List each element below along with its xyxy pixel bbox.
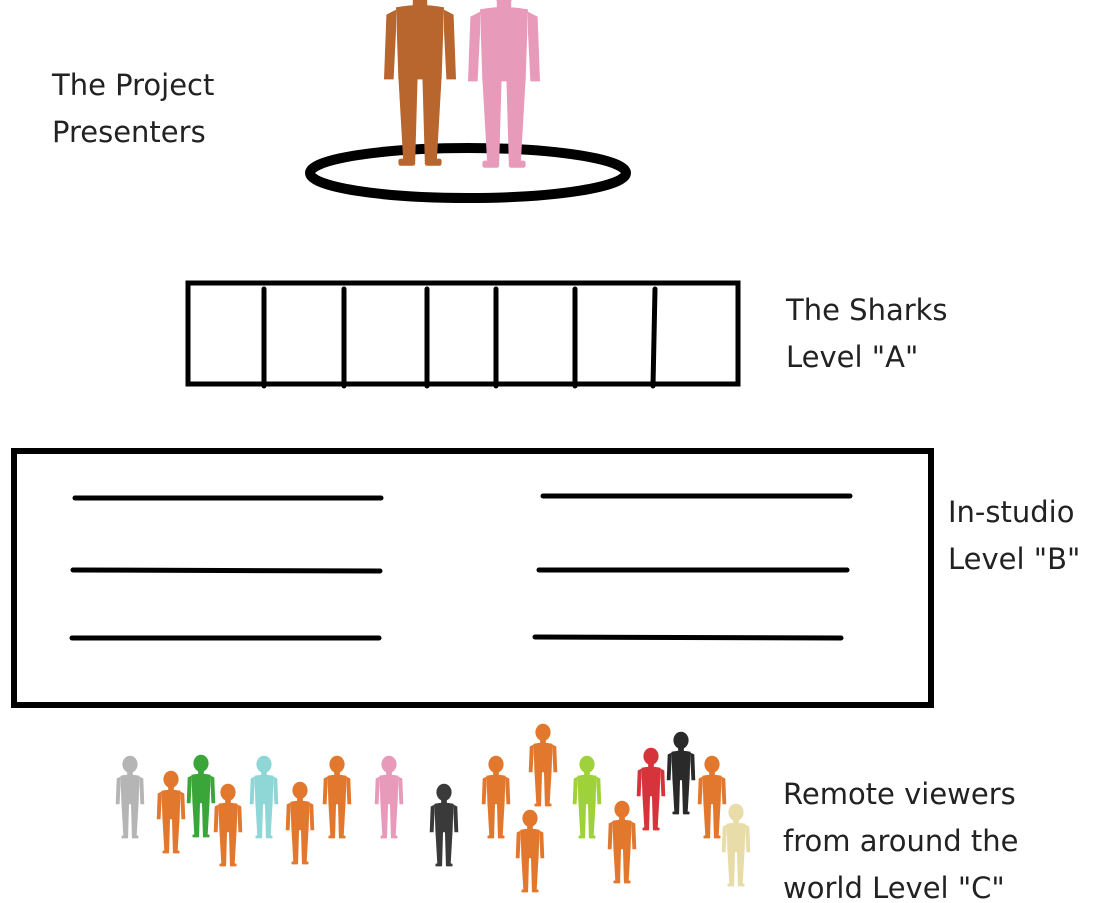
remote-viewer-figure — [528, 723, 558, 807]
sharks-table — [185, 280, 741, 389]
remote-viewer-figure — [285, 781, 315, 865]
remote-label-line1: Remote viewers — [783, 777, 1016, 811]
shark-seat-divider — [650, 286, 658, 389]
remote-viewer-figure — [697, 755, 727, 839]
remote-viewer-figure — [156, 770, 186, 854]
sharks-label: The Sharks Level "A" — [786, 287, 948, 381]
sharks-label-line1: The Sharks — [786, 293, 948, 327]
presenters-label-line1: The Project — [52, 68, 215, 102]
remote-label: Remote viewers from around the world Lev… — [783, 771, 1018, 903]
presenter-stage-ring — [305, 143, 631, 203]
studio-label-line2: Level "B" — [948, 542, 1081, 576]
remote-viewer-figure — [572, 755, 602, 839]
female-presenter-figure — [468, 0, 540, 168]
presenters-label: The Project Presenters — [52, 62, 214, 156]
remote-viewer-figure — [186, 754, 216, 838]
sharks-table-outline — [185, 280, 741, 387]
remote-viewer-figure — [666, 731, 696, 815]
remote-label-line2: from around the — [783, 824, 1019, 858]
remote-viewer-figure — [721, 803, 751, 887]
studio-seat-row — [532, 634, 844, 641]
presenter-figures — [384, 0, 540, 168]
studio-label: In-studio Level "B" — [948, 489, 1080, 583]
remote-viewer-figure — [213, 783, 243, 867]
remote-viewer-figures — [115, 723, 751, 893]
studio-box — [11, 448, 934, 708]
remote-viewer-figure — [515, 809, 545, 893]
male-presenter-figure — [384, 0, 456, 166]
studio-box-outline — [11, 448, 934, 708]
remote-viewer-figure — [115, 755, 145, 839]
remote-label-line3: world Level "C" — [783, 871, 1005, 903]
studio-seat-rows — [69, 493, 853, 641]
remote-viewer-figure — [636, 747, 666, 831]
remote-viewer-figure — [429, 783, 459, 867]
remote-viewer-figure — [374, 755, 404, 839]
studio-seat-row — [70, 567, 383, 574]
remote-viewer-figure — [322, 755, 352, 839]
shark-seat-dividers — [261, 286, 658, 389]
remote-viewer-figure — [607, 800, 637, 884]
remote-viewer-figure — [249, 755, 279, 839]
studio-label-line1: In-studio — [948, 495, 1075, 529]
remote-viewer-figure — [481, 755, 511, 839]
presenters-label-line2: Presenters — [52, 115, 206, 149]
sharks-label-line2: Level "A" — [786, 340, 919, 374]
